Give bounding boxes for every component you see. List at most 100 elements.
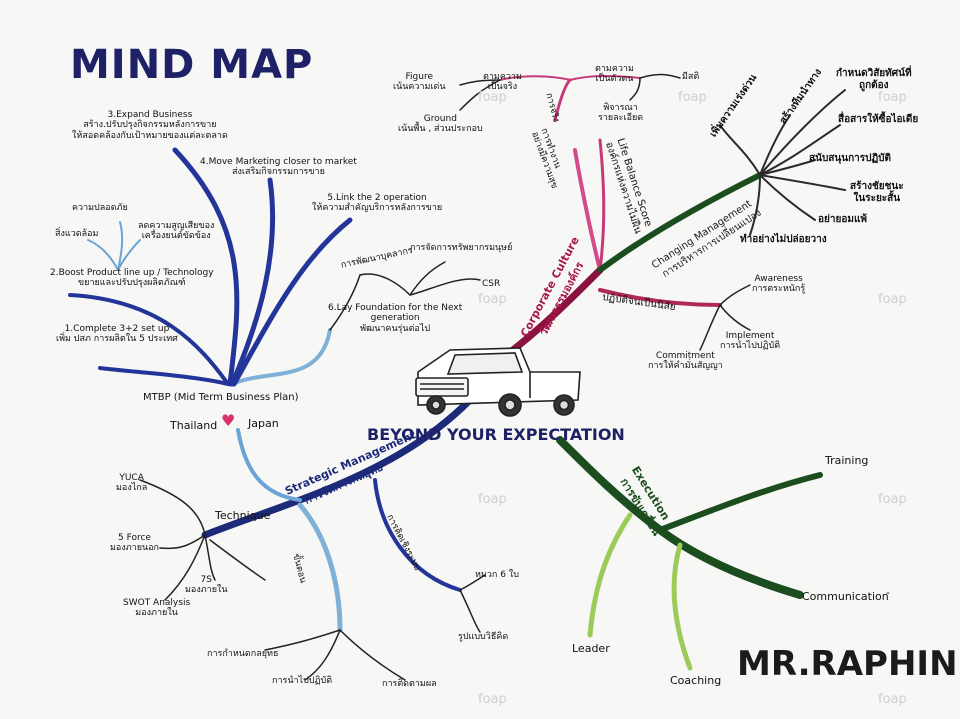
strategic-main [201, 396, 474, 539]
habit-commitment: Commitment การให้คำมั่นสัญญา [648, 351, 723, 372]
corporate-self [569, 74, 641, 81]
watermark: foap [878, 692, 907, 707]
changing-5 [759, 159, 816, 176]
truck-icon [415, 347, 581, 417]
heart-icon: ♥ [221, 411, 236, 430]
changing-item-3: กำหนดวิสัยทัศน์ที่ ถูกต้อง [836, 68, 912, 91]
execution-leader [587, 512, 633, 638]
steps-2 [304, 629, 341, 681]
mtbp-sub6-csr: CSR [482, 279, 501, 289]
execution-communication: Communication [802, 590, 889, 603]
changing-item-5: สนับสนุนการปฏิบัติ [809, 153, 892, 164]
thinking-2 [459, 589, 481, 633]
watermark: foap [478, 492, 507, 507]
mtbp-sub-environment: สิ่งแวดล้อม [55, 229, 99, 239]
corporate-ground: Ground เน้นพื้น , ส่วนประกอบ [398, 114, 483, 135]
corporate-habit [598, 288, 722, 307]
mtbp-branch-3 [172, 147, 240, 387]
corporate-self: ตามความ เป็นตัวตน [595, 64, 634, 85]
japan-label: Japan [248, 417, 279, 430]
real-figure [459, 79, 501, 86]
mtbp-label: MTBP (Mid Term Business Plan) [143, 392, 299, 403]
habit-implement: Implement การนำไปปฏิบัติ [720, 331, 781, 352]
tech-5force [159, 534, 206, 550]
steps-3 [339, 629, 406, 681]
tech-7s-b [209, 539, 266, 581]
mtbp-item-3: 3.Expand Business สร้าง.ปรับปรุงกิจกรรมห… [72, 110, 228, 141]
watermark: foap [878, 492, 907, 507]
tech-swot: SWOT Analysis มองภายใน [123, 598, 191, 619]
mtbp-branch-2 [68, 293, 230, 386]
self-careful [629, 77, 641, 101]
changing-main [597, 172, 763, 273]
tech-5force: 5 Force มองภายนอก [110, 533, 159, 554]
step-1: การกำหนดกลยุทธ [207, 649, 279, 659]
tech-7s [204, 534, 216, 581]
watermark: foap [678, 90, 707, 105]
watermark: foap [478, 90, 507, 105]
self-mindful [639, 73, 681, 79]
execution-training: Training [825, 454, 869, 467]
mtbp-sub6-hr: การจัดการทรัพยากรมนุษย์ [410, 243, 513, 253]
mtbp-sub-loss: ลดความสูญเสียของ เครื่องยนต์ขัดข้อง [138, 221, 215, 242]
habit-awareness: Awareness การตระหนักรู้ [752, 274, 806, 295]
mtbp-item-6: 6.Lay Foundation for the Next generation… [328, 303, 463, 334]
corporate-figure: Figure เน้นความเด่น [393, 72, 446, 93]
tech-yuca [139, 479, 206, 536]
mtbp-item-5: 5.Link the 2 operation ให้ความสำคัญบริกา… [312, 193, 443, 214]
execution-dash: - [886, 586, 890, 599]
execution-training [657, 472, 823, 533]
strategic-thinking [373, 478, 462, 592]
tech-swot [164, 534, 206, 601]
technique-label: Technique [215, 509, 271, 522]
thailand-label: Thailand [170, 419, 218, 432]
thinking-1 [459, 574, 486, 591]
mtbp-sub6-2 [409, 261, 446, 296]
changing-item-7: อย่ายอมแพ้ [818, 214, 867, 225]
corporate-real: ตามความ เป็นจริง [483, 72, 522, 93]
changing-7 [759, 174, 816, 221]
corporate-careful: พิจารณา รายละเอียด [598, 103, 644, 124]
page-title: MIND MAP [70, 42, 314, 88]
watermark: foap [878, 292, 907, 307]
execution-coaching [671, 542, 693, 671]
corporate-truth [553, 78, 572, 122]
step-3: การติดตามผล [382, 679, 437, 689]
mtbp-branch-5 [231, 217, 353, 387]
watermark: foap [478, 692, 507, 707]
changing-6 [759, 174, 846, 191]
tech-yuca: YUCA มองไกล [116, 473, 148, 494]
watermark: foap [878, 90, 907, 105]
mtbp-item-1: 1.Complete 3+2 set up เพิ่ม ปสภ การผลิตใ… [56, 324, 178, 345]
mtbp-branch-1 [98, 366, 230, 386]
tech-7s: 7S มองภายใน [185, 575, 228, 596]
changing-4 [759, 124, 841, 176]
step-2: การนำไปปฏิบัติ [272, 676, 333, 686]
changing-3 [759, 89, 846, 176]
mtbp-sub6-1 [359, 273, 411, 296]
mtbp-item-2: 2.Boost Product line up / Technology ขยา… [50, 268, 214, 289]
mtbp-sub6-3 [409, 278, 481, 296]
author-name: MR.RAPHIN [737, 644, 958, 684]
mtbp-sub-env [87, 239, 119, 271]
watermark: foap [478, 292, 507, 307]
habit-commitment [699, 304, 721, 351]
mtbp-sub-safety: ความปลอดภัย [72, 203, 128, 213]
corporate-life [598, 138, 606, 272]
mtbp-stem [230, 328, 332, 386]
steps-1 [264, 629, 341, 651]
corporate-happiness [573, 148, 602, 272]
habit-implement [719, 304, 751, 331]
execution-leader: Leader [572, 642, 610, 655]
strategic-steps [297, 502, 343, 633]
habit-awareness [719, 284, 751, 306]
execution-coaching: Coaching [670, 674, 722, 687]
changing-2 [759, 114, 791, 176]
changing-item-4: สื่อสารให้ซื้อไอเดีย [838, 114, 919, 125]
mtbp-item-4: 4.Move Marketing closer to market ส่งเสร… [200, 157, 357, 178]
changing-item-8: ทำอย่างไม่ปล่อยวาง [740, 234, 827, 245]
thinking-hats: หมวก 6 ใบ [475, 570, 519, 580]
mtbp-sub-loss [117, 239, 141, 271]
real-ground [459, 79, 501, 111]
